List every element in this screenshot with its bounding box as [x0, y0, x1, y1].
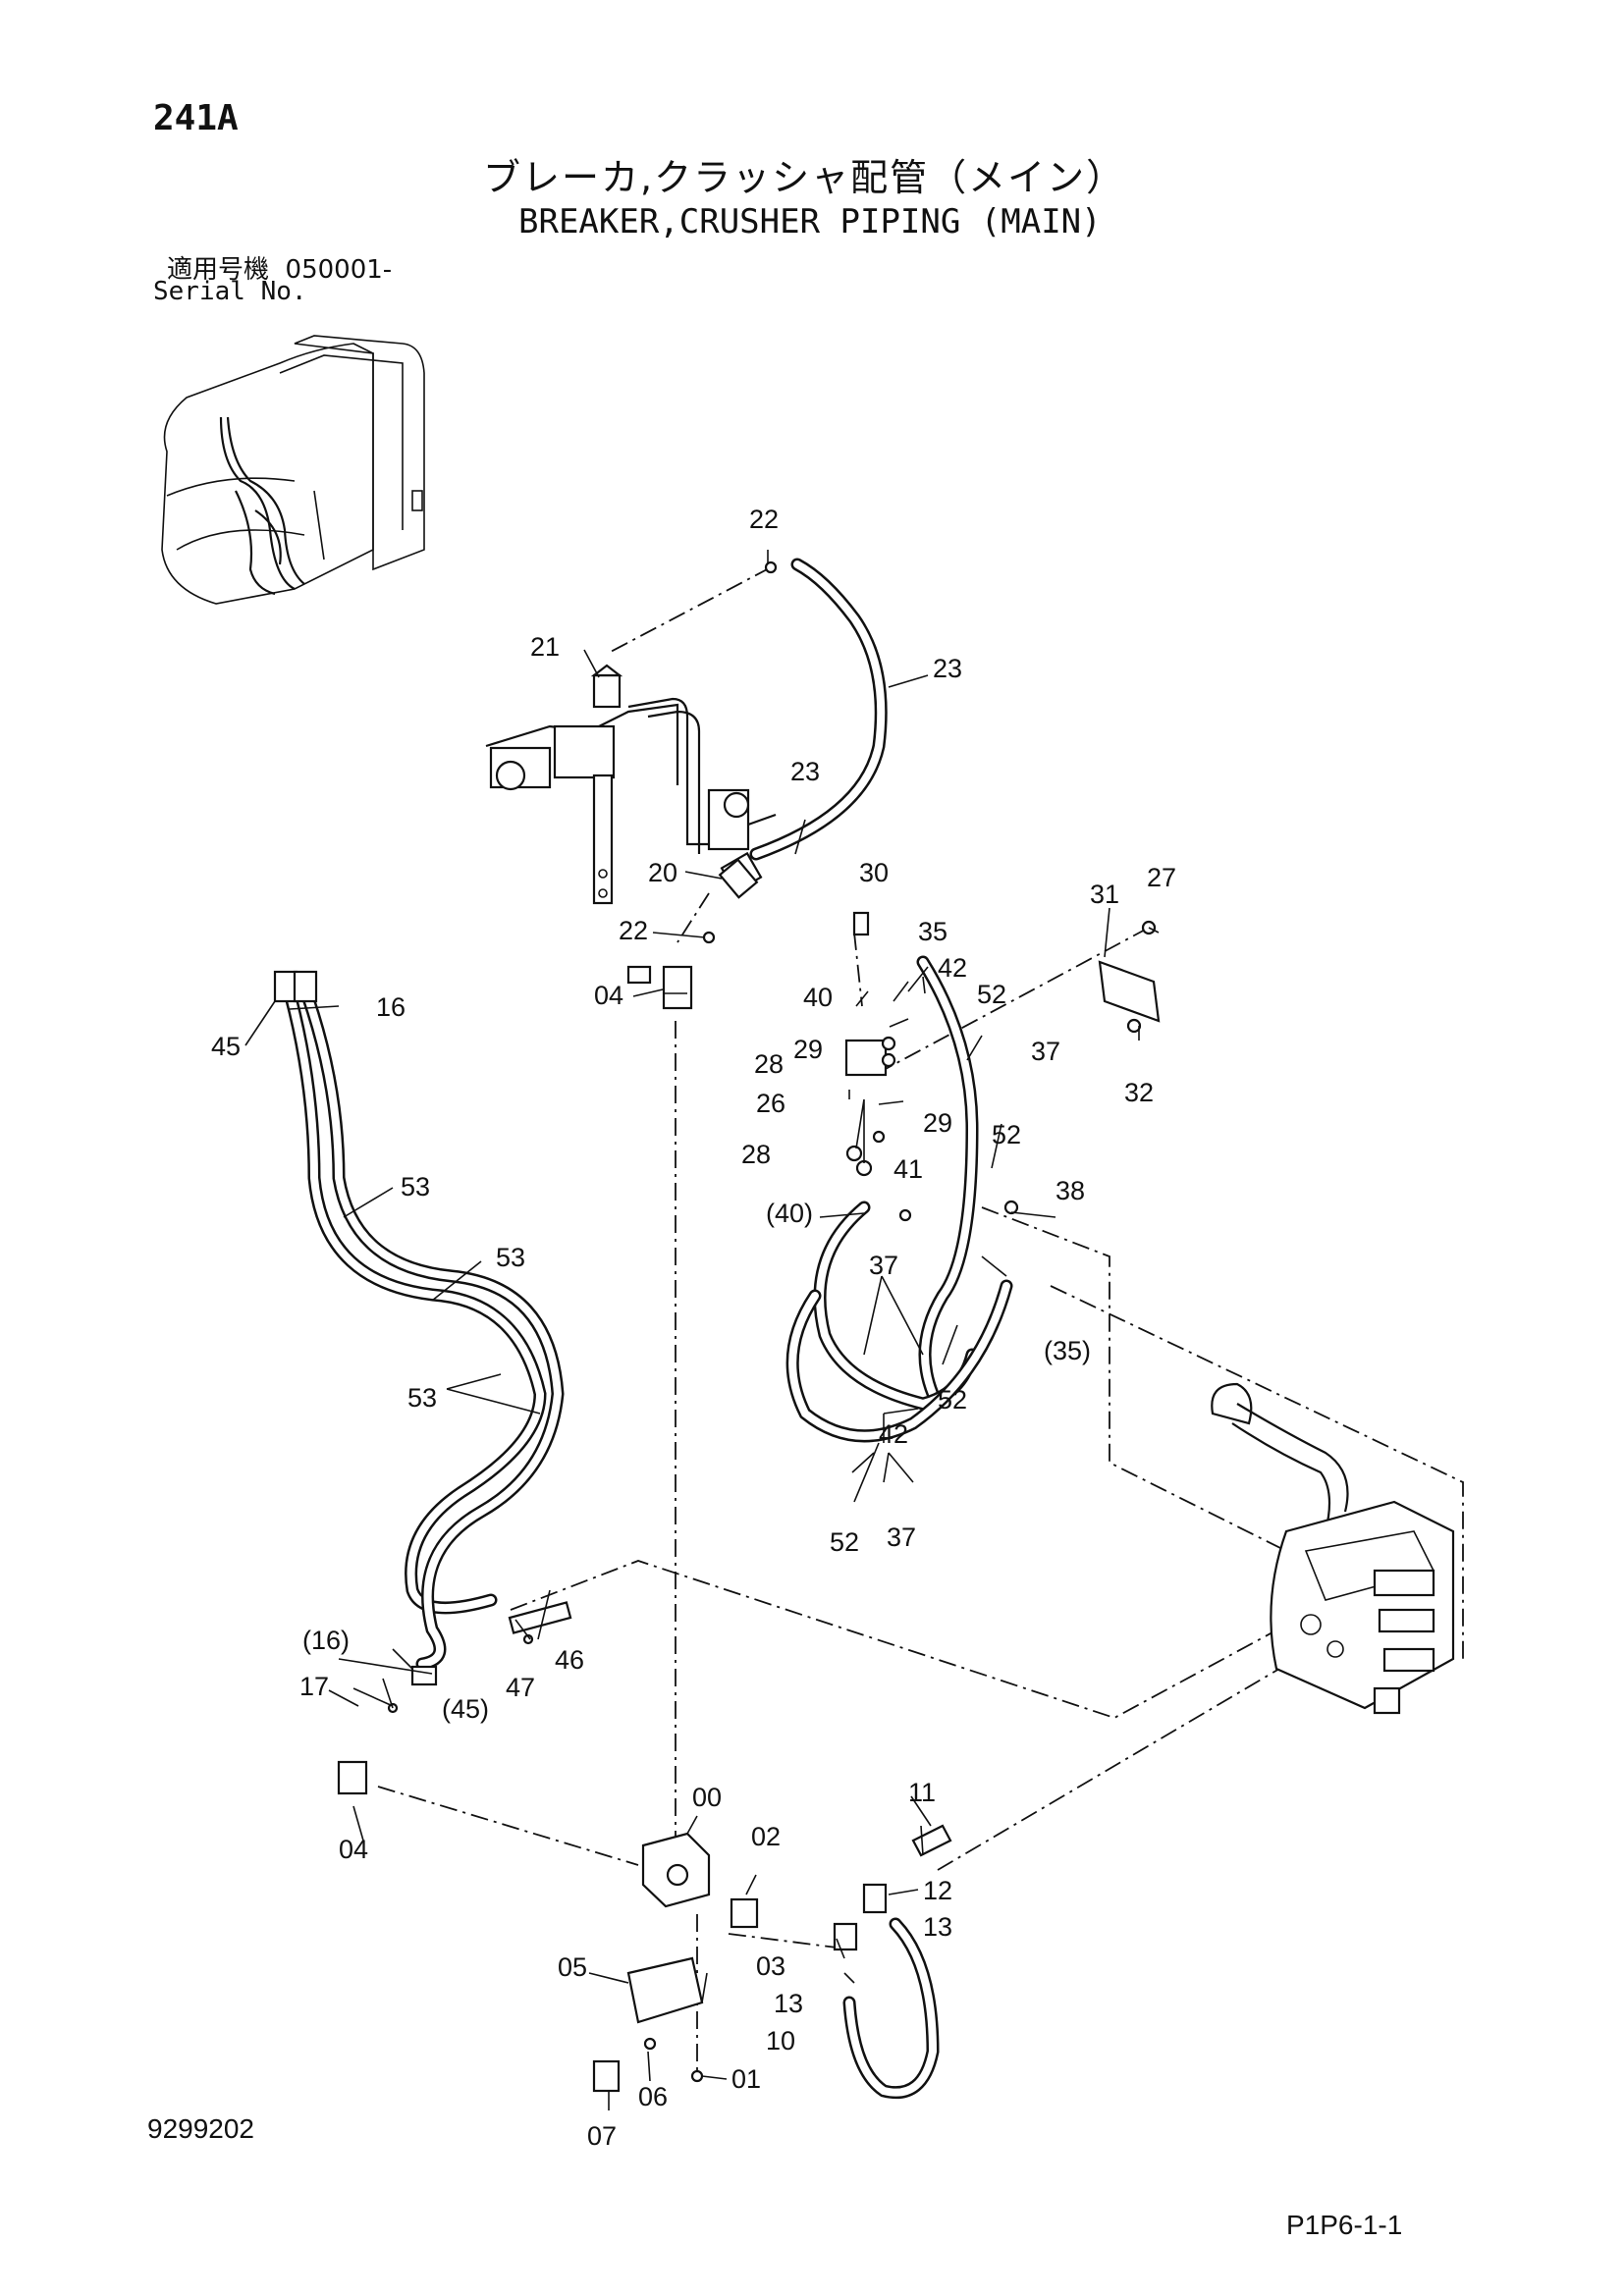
callout-10: 10	[766, 2026, 795, 2056]
callout-26: 26	[756, 1089, 785, 1118]
callout-47: 47	[506, 1673, 535, 1702]
title-japanese: ブレーカ,クラッシャ配管（メイン）	[483, 156, 1126, 199]
callout-46: 46	[555, 1645, 584, 1675]
callout-41: 41	[893, 1154, 923, 1184]
callout-02: 02	[751, 1822, 781, 1851]
serial-label-en: Serial No.	[153, 277, 307, 306]
hose-35-37	[785, 955, 1013, 1443]
callout-52: 52	[977, 980, 1006, 1009]
callout-52: 52	[830, 1527, 859, 1557]
callout-35: 35	[918, 917, 947, 946]
serial-label-jp: 適用号機	[167, 255, 270, 285]
callout-35-ref: (35)	[1044, 1336, 1091, 1365]
callout-38: 38	[1056, 1176, 1085, 1205]
callout-40-ref: (40)	[766, 1199, 813, 1228]
control-valve-icon	[1211, 1382, 1455, 1715]
callout-16-ref: (16)	[302, 1626, 350, 1655]
title-english: BREAKER,CRUSHER PIPING (MAIN)	[518, 202, 1102, 241]
callout-11: 11	[908, 1778, 936, 1807]
callout-07: 07	[587, 2121, 617, 2151]
callout-52: 52	[992, 1120, 1021, 1149]
callout-06: 06	[638, 2082, 668, 2111]
callout-28: 28	[741, 1140, 771, 1169]
callout-leaders	[244, 550, 1160, 2110]
serial-value: 050001-	[285, 255, 393, 285]
fittings	[626, 561, 1161, 1222]
callout-42: 42	[938, 953, 967, 983]
callout-23: 23	[790, 757, 820, 786]
callout-42: 42	[879, 1419, 908, 1449]
callout-53: 53	[407, 1383, 437, 1413]
page-id: 241A	[153, 98, 239, 138]
callout-03: 03	[756, 1951, 785, 1981]
callout-40: 40	[803, 983, 833, 1012]
callout-04: 04	[594, 981, 623, 1010]
callout-45: 45	[211, 1032, 241, 1061]
callout-05: 05	[558, 1952, 587, 1982]
hose-23	[749, 558, 888, 861]
callout-20: 20	[648, 858, 677, 887]
callout-04: 04	[339, 1835, 368, 1864]
hose-16-53	[273, 970, 565, 1671]
callout-27: 27	[1147, 863, 1176, 892]
leader-lines	[377, 566, 1464, 2071]
callout-22: 22	[749, 505, 779, 534]
callout-29: 29	[793, 1035, 823, 1064]
callout-53: 53	[401, 1172, 430, 1201]
callout-13: 13	[774, 1989, 803, 2018]
callout-labels: 22 21 23 23 20 22 04 16 45 53 53 53 (16)…	[211, 505, 1176, 2151]
callout-12: 12	[923, 1876, 952, 1905]
callout-21: 21	[530, 632, 560, 662]
callout-31: 31	[1090, 880, 1119, 909]
callout-00: 00	[692, 1783, 722, 1812]
callout-32: 32	[1124, 1078, 1154, 1107]
serial-row: 適用号機 050001-	[167, 249, 392, 286]
lower-assembly	[337, 1601, 952, 2100]
page-code: P1P6-1-1	[1286, 2210, 1403, 2240]
callout-28: 28	[754, 1049, 784, 1079]
callout-37: 37	[1031, 1037, 1060, 1066]
callout-53: 53	[496, 1243, 525, 1272]
callout-17: 17	[299, 1672, 329, 1701]
callout-01: 01	[731, 2064, 761, 2094]
callout-13: 13	[923, 1912, 952, 1942]
callout-22: 22	[619, 916, 648, 945]
callout-52: 52	[938, 1385, 967, 1415]
callout-45-ref: (45)	[442, 1694, 489, 1724]
callout-37: 37	[887, 1522, 916, 1552]
callout-29: 29	[923, 1108, 952, 1138]
callout-23: 23	[933, 654, 962, 683]
selector-valve-assembly	[485, 664, 777, 905]
callout-37: 37	[869, 1251, 898, 1280]
callout-30: 30	[859, 858, 889, 887]
callout-16: 16	[376, 992, 406, 1022]
excavator-cab-overview-icon	[161, 335, 425, 605]
drawing-number: 9299202	[147, 2113, 255, 2144]
